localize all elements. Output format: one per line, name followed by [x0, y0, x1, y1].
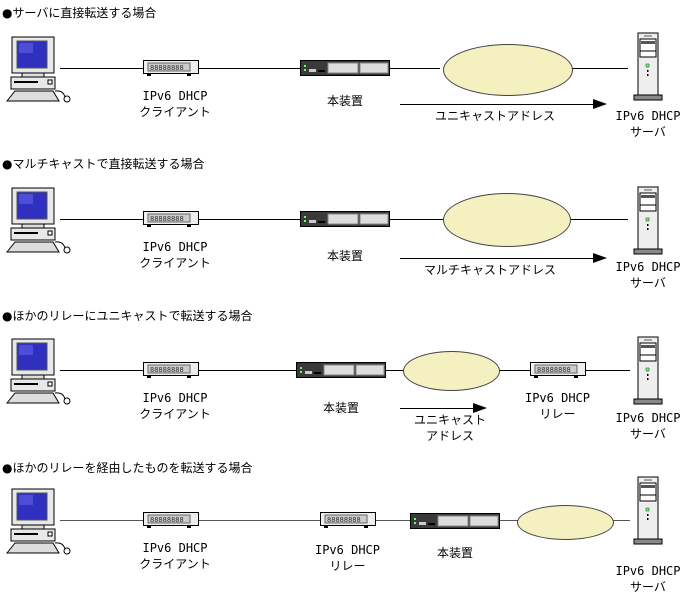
arrow-right-icon — [400, 403, 487, 413]
device-label: 本装置 — [322, 401, 359, 415]
device-label: 本装置 — [436, 546, 473, 560]
client-pc-icon — [5, 337, 73, 409]
server-icon — [633, 186, 665, 262]
svg-text:88888888: 88888888 — [150, 516, 184, 524]
device-label: 本装置 — [326, 94, 363, 108]
relay-hub-icon: 88888888 — [320, 512, 376, 534]
section-3-title: ●ほかのリレーにユニキャストで転送する場合 — [2, 309, 253, 323]
device-switch-icon — [300, 60, 392, 82]
client-hub-icon: 88888888 — [143, 211, 199, 233]
svg-text:88888888: 88888888 — [537, 366, 571, 374]
network-cloud — [403, 351, 500, 391]
svg-text:88888888: 88888888 — [327, 516, 361, 524]
arrow-right-icon — [400, 253, 607, 263]
arrow-label: ユニキャストアドレス — [434, 109, 555, 123]
device-switch-icon — [300, 211, 392, 233]
section-1-title: ●サーバに直接転送する場合 — [2, 6, 157, 20]
arrow-right-icon — [400, 99, 607, 109]
client-hub-icon: 88888888 — [143, 60, 199, 82]
arrow-label: ユニキャストアドレス — [413, 413, 486, 443]
svg-text:88888888: 88888888 — [150, 215, 184, 223]
network-cloud — [443, 193, 571, 247]
section-4-title: ●ほかのリレーを経由したものを転送する場合 — [2, 461, 253, 475]
relay-hub-icon: 88888888 — [530, 362, 586, 384]
server-icon — [633, 336, 665, 412]
svg-text:88888888: 88888888 — [150, 64, 184, 72]
client-hub-icon: 88888888 — [143, 512, 199, 534]
device-label: 本装置 — [326, 249, 363, 263]
device-switch-icon — [296, 362, 388, 384]
server-icon — [633, 476, 665, 552]
client-pc-icon — [5, 487, 73, 559]
client-hub-icon: 88888888 — [143, 362, 199, 384]
network-cloud — [443, 44, 573, 96]
network-cloud — [517, 505, 614, 540]
section-2-title: ●マルチキャストで直接転送する場合 — [2, 157, 205, 171]
arrow-label: マルチキャストアドレス — [423, 263, 556, 277]
client-pc-icon — [5, 35, 73, 107]
device-switch-icon — [410, 513, 502, 535]
client-pc-icon — [5, 186, 73, 258]
svg-text:88888888: 88888888 — [150, 366, 184, 374]
server-icon — [633, 32, 665, 108]
